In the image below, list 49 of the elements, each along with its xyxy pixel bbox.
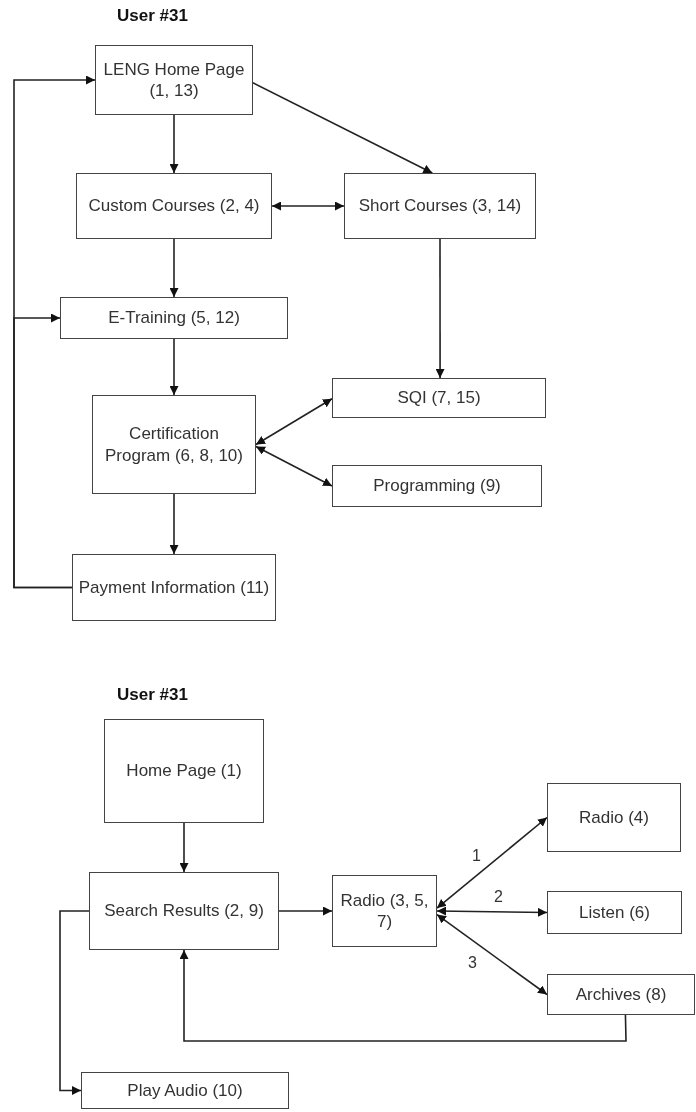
- page-box: [72, 554, 276, 621]
- page-name: SQI (7, 15): [397, 387, 481, 409]
- arrow: [435, 238, 445, 379]
- page-box: [547, 891, 682, 934]
- page-box: [89, 872, 279, 950]
- arrow: [252, 82, 434, 174]
- arrow: [169, 238, 179, 298]
- arrow: [271, 201, 345, 211]
- page-name: Payment Information (11): [78, 576, 270, 599]
- page-box: [104, 719, 264, 823]
- page-name: Radio (4): [579, 806, 649, 829]
- arrow: [13, 313, 73, 589]
- page-box: [547, 783, 681, 852]
- page-box: [332, 465, 542, 507]
- page-name: Programming (9): [373, 475, 501, 497]
- page-name: E-Training (5, 12): [108, 307, 240, 329]
- page-name: Certification Program (6, 8, 10): [104, 423, 244, 466]
- user-heading: User #31: [117, 6, 188, 26]
- page-box: [332, 378, 546, 418]
- arrow: [436, 816, 548, 909]
- arrow: [436, 913, 548, 996]
- page-box: [92, 395, 256, 494]
- page-box: [95, 45, 253, 115]
- page-name: Radio (3, 5, 7): [339, 889, 430, 933]
- page-box: [81, 1072, 289, 1109]
- page-name: Play Audio (10): [127, 1079, 243, 1102]
- page-box: [344, 173, 536, 239]
- arrow: [179, 822, 189, 873]
- page-box: [76, 173, 272, 239]
- page-name: Short Courses (3, 14): [358, 195, 522, 217]
- arrow: [169, 493, 179, 555]
- page-name: Listen (6): [579, 901, 650, 924]
- page-name: LENG Home Page (1, 13): [102, 58, 246, 102]
- arrow: [179, 949, 627, 1042]
- page-name: Custom Courses (2, 4): [88, 195, 260, 217]
- page-name: Archives (8): [575, 983, 667, 1006]
- arrow: [59, 910, 90, 1095]
- page-name: Home Page (1): [126, 760, 242, 782]
- arrow: [255, 445, 333, 487]
- page-name: Search Results (2, 9): [104, 900, 264, 922]
- arrow: [436, 906, 548, 917]
- page-box: [547, 974, 695, 1015]
- arrow: [169, 114, 179, 174]
- arrow: [255, 398, 333, 446]
- arrow: [278, 906, 333, 916]
- user-heading: User #31: [117, 685, 188, 705]
- page-box: [332, 875, 437, 947]
- arrow: [169, 338, 179, 396]
- page-box: [60, 297, 288, 339]
